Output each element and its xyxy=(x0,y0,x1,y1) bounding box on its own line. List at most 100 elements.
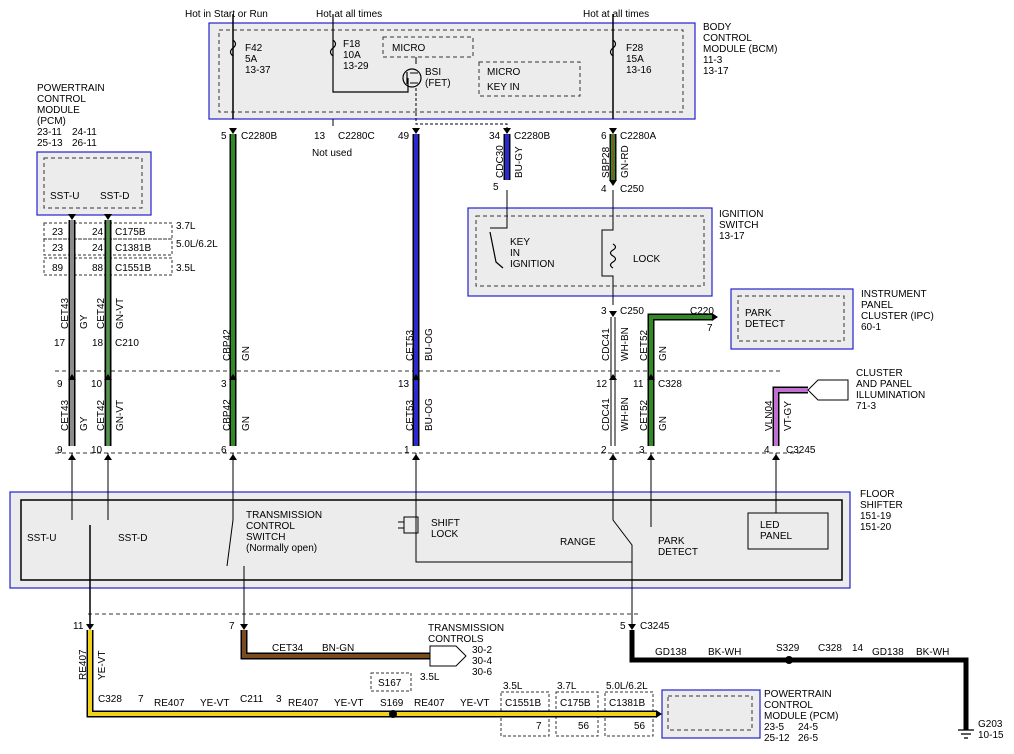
conn-c2280b2: C2280B xyxy=(514,131,550,142)
ignition-switch-box xyxy=(467,207,713,297)
wire-cet52 xyxy=(647,313,712,446)
pcm-top-name-1: POWERTRAIN xyxy=(37,83,105,94)
wire-label-cet34: CET34 xyxy=(272,643,304,654)
s167-box xyxy=(370,672,412,692)
ignition-inner-dashed xyxy=(475,215,705,287)
trans-ref-3: 30-6 xyxy=(472,667,492,678)
wire-label-wh-bn: WH-BN xyxy=(620,327,631,361)
wire-vln04 xyxy=(772,386,808,446)
floor-name-1: FLOOR xyxy=(860,489,894,500)
c328-14-pin: 14 xyxy=(852,643,864,654)
pcm-bottom-inner-dashed xyxy=(667,695,753,731)
bcm-module-box xyxy=(208,22,696,120)
wire-label-re407-a: RE407 xyxy=(154,698,185,709)
led-panel-box xyxy=(747,512,829,550)
floor-park-2: DETECT xyxy=(658,547,698,558)
bcm-ref-1: 11-3 xyxy=(703,55,723,66)
c1551b-boundary xyxy=(43,257,173,276)
bottom-c328-label: C328 xyxy=(98,694,122,705)
floor-shifter-inner xyxy=(20,499,843,581)
c3245-pin1: 1 xyxy=(404,445,410,456)
c3245-name: C3245 xyxy=(786,445,816,456)
c3245-pin3: 3 xyxy=(639,445,645,456)
floor-shift-1: SHIFT xyxy=(431,518,460,529)
shift-lock-solenoid-icon xyxy=(398,516,419,534)
f42-name: F42 xyxy=(245,43,263,54)
ipc-module-box xyxy=(730,288,854,350)
splice-s169-label: S169 xyxy=(380,698,404,709)
floor-sst-u: SST-U xyxy=(27,533,56,544)
wire-label-re407-c: RE407 xyxy=(414,698,445,709)
c1381b-pin23: 23 xyxy=(52,243,64,254)
wire-label-gn-1: GN xyxy=(241,346,252,361)
c210-name: C210 xyxy=(115,338,139,349)
bottom-c328-pin: 7 xyxy=(138,694,144,705)
wire-label-sbp28: SBP28 xyxy=(601,146,612,178)
conn-c220-pin: 7 xyxy=(707,323,713,334)
g203-ref: 10-15 xyxy=(978,730,1004,741)
f28-ref: 13-16 xyxy=(626,65,652,76)
splice-s167-eng: 3.5L xyxy=(420,672,440,683)
range-internal xyxy=(612,453,633,624)
pcm-top-sst-u: SST-U xyxy=(50,191,79,202)
ipc-park-1: PARK xyxy=(745,308,772,319)
c3245-pin2: 2 xyxy=(601,445,607,456)
floor-tcs-3: SWITCH xyxy=(246,532,285,543)
bcm-f18-feed xyxy=(332,14,409,93)
c175b-pin23: 23 xyxy=(52,227,64,238)
pcm-top-sst-d: SST-D xyxy=(100,191,129,202)
shift-lock-internal xyxy=(415,453,632,563)
f18-name: F18 xyxy=(343,39,361,50)
bcm-keyin-label: KEY IN xyxy=(487,82,520,93)
wire-label-cet52: CET52 xyxy=(639,329,650,361)
lock-coil-icon xyxy=(609,243,617,269)
c328-pin11: 11 xyxy=(633,379,644,390)
c175b-eng: 3.7L xyxy=(176,221,196,232)
ipc-name-1: INSTRUMENT xyxy=(861,289,927,300)
illum-name-3: ILLUMINATION xyxy=(856,390,925,401)
c328-14-label: C328 xyxy=(818,643,842,654)
ign-lock-line xyxy=(601,190,614,305)
wire-label-ye-vt-a: YE-VT xyxy=(200,698,229,709)
pcm-top-ref-1: 23-11 xyxy=(37,127,62,138)
pcm-top-ref-2: 24-11 xyxy=(72,127,97,138)
trans-name-1: TRANSMISSION xyxy=(428,623,504,634)
wire-label-bn-gn: BN-GN xyxy=(322,643,354,654)
fuse-f18-icon xyxy=(329,39,337,57)
pcm-top-name-4: (PCM) xyxy=(37,116,66,127)
conn-c2280b2-pin: 34 xyxy=(489,131,501,142)
wire-label-gd138b: GD138 xyxy=(872,647,904,658)
bottom-c1551b: C1551B xyxy=(505,698,541,709)
floor-sst-d: SST-D xyxy=(118,533,147,544)
wire-label-cet53b: CET53 xyxy=(405,399,416,431)
pcm-top-name-3: MODULE xyxy=(37,105,80,116)
bcm-name-1: BODY xyxy=(703,22,732,33)
bottom-eng-50: 5.0L/6.2L xyxy=(606,681,648,692)
wire-label-cdc41b: CDC41 xyxy=(601,398,612,431)
c3245-pin4: 4 xyxy=(764,445,770,456)
c3245-pin6: 6 xyxy=(221,445,227,456)
conn-c2280a: C2280A xyxy=(620,131,656,142)
pcm-bottom-ref-2: 24-5 xyxy=(798,722,818,733)
bcm-micro-label: MICRO xyxy=(392,43,426,54)
wire-label-cet52b: CET52 xyxy=(639,399,650,431)
floor-range: RANGE xyxy=(560,537,596,548)
bottom-c211-pin: 3 xyxy=(276,694,282,705)
wire-label-gnd: GN xyxy=(658,416,669,431)
wire-label-cbp42: CBP42 xyxy=(222,329,233,361)
wire-gd138 xyxy=(629,630,969,730)
bottom-eng-35: 3.5L xyxy=(503,681,523,692)
wire-re407 xyxy=(86,630,656,718)
c328-pin9: 9 xyxy=(57,379,63,390)
ign-lock: LOCK xyxy=(633,254,661,265)
label-hot-all-times-1: Hot at all times xyxy=(316,9,382,20)
pcm-top-inner-dashed xyxy=(43,157,143,209)
trans-controls-arrow xyxy=(429,645,467,667)
conn-c250b: C250 xyxy=(620,306,644,317)
splice-s169 xyxy=(389,710,397,718)
conn-c2280c: C2280C xyxy=(338,131,375,142)
wire-label-vln04: VLN04 xyxy=(764,400,775,431)
pcm-top-ref-4: 26-11 xyxy=(72,138,97,149)
c1551b-name: C1551B xyxy=(115,263,151,274)
